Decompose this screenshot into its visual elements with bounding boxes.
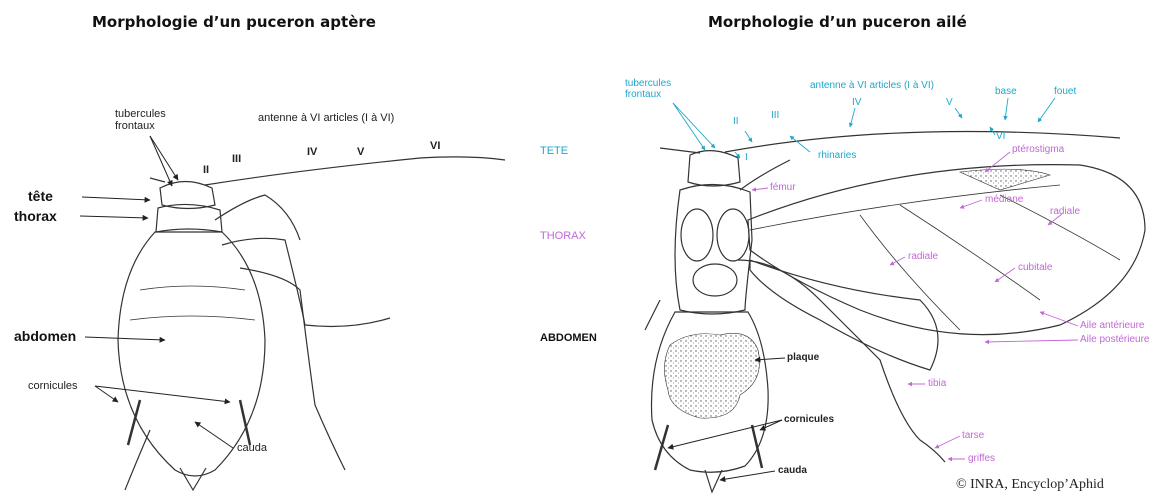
section-abdomen: ABDOMEN: [540, 332, 597, 344]
left-pointer-arrows: [80, 136, 233, 448]
label-femur: fémur: [770, 182, 796, 193]
label-segment-IV: IV: [307, 146, 317, 158]
label-segment-I-winged: I: [745, 152, 748, 163]
label-thorax: thorax: [14, 209, 57, 224]
label-aile-anterieure: Aile antérieure: [1080, 320, 1144, 331]
label-rhinaries: rhinaries: [818, 150, 856, 161]
label-mediane: médiane: [985, 194, 1023, 205]
label-tibia: tibia: [928, 378, 946, 389]
winged-aphid-drawing: [645, 132, 1145, 492]
label-segment-III-winged: III: [771, 110, 779, 121]
right-magenta-arrows: [752, 152, 1078, 459]
label-segment-IV-winged: IV: [852, 97, 861, 108]
section-thorax: THORAX: [540, 230, 586, 242]
label-abdomen: abdomen: [14, 329, 76, 344]
label-segment-III: III: [232, 153, 241, 165]
label-cauda-winged: cauda: [778, 465, 807, 476]
label-segment-VI: VI: [430, 140, 440, 152]
label-tubercules-frontaux: tubercules frontaux: [115, 108, 166, 132]
apterous-aphid-drawing: [118, 157, 505, 490]
label-fouet: fouet: [1054, 86, 1076, 97]
label-segment-V-winged: V: [946, 97, 953, 108]
label-segment-VI-winged: VI: [996, 131, 1005, 142]
label-pterostigma: ptérostigma: [1012, 144, 1064, 155]
label-cornicules-winged: cornicules: [784, 414, 834, 425]
label-tubercules-frontaux-winged: tubercules frontaux: [625, 78, 671, 100]
label-segment-II: II: [203, 164, 209, 176]
label-tarse: tarse: [962, 430, 984, 441]
right-cyan-arrows: [673, 98, 1055, 158]
label-cornicules: cornicules: [28, 380, 78, 392]
label-plaque: plaque: [787, 352, 819, 363]
label-segment-V: V: [357, 146, 364, 158]
label-segment-II-winged: II: [733, 116, 739, 127]
label-cubitale: cubitale: [1018, 262, 1052, 273]
label-antenne-winged: antenne à VI articles (I à VI): [810, 80, 934, 91]
label-cauda: cauda: [237, 442, 267, 454]
label-tete: tête: [28, 189, 53, 204]
image-credit: © INRA, Encyclop’Aphid: [956, 477, 1104, 493]
label-base: base: [995, 86, 1017, 97]
section-tete: TETE: [540, 145, 568, 157]
label-aile-posterieure: Aile postérieure: [1080, 334, 1149, 345]
label-griffes: griffes: [968, 453, 995, 464]
label-radiale-body: radiale: [908, 251, 938, 262]
label-radiale-wing: radiale: [1050, 206, 1080, 217]
label-antenne: antenne à VI articles (I à VI): [258, 112, 394, 124]
